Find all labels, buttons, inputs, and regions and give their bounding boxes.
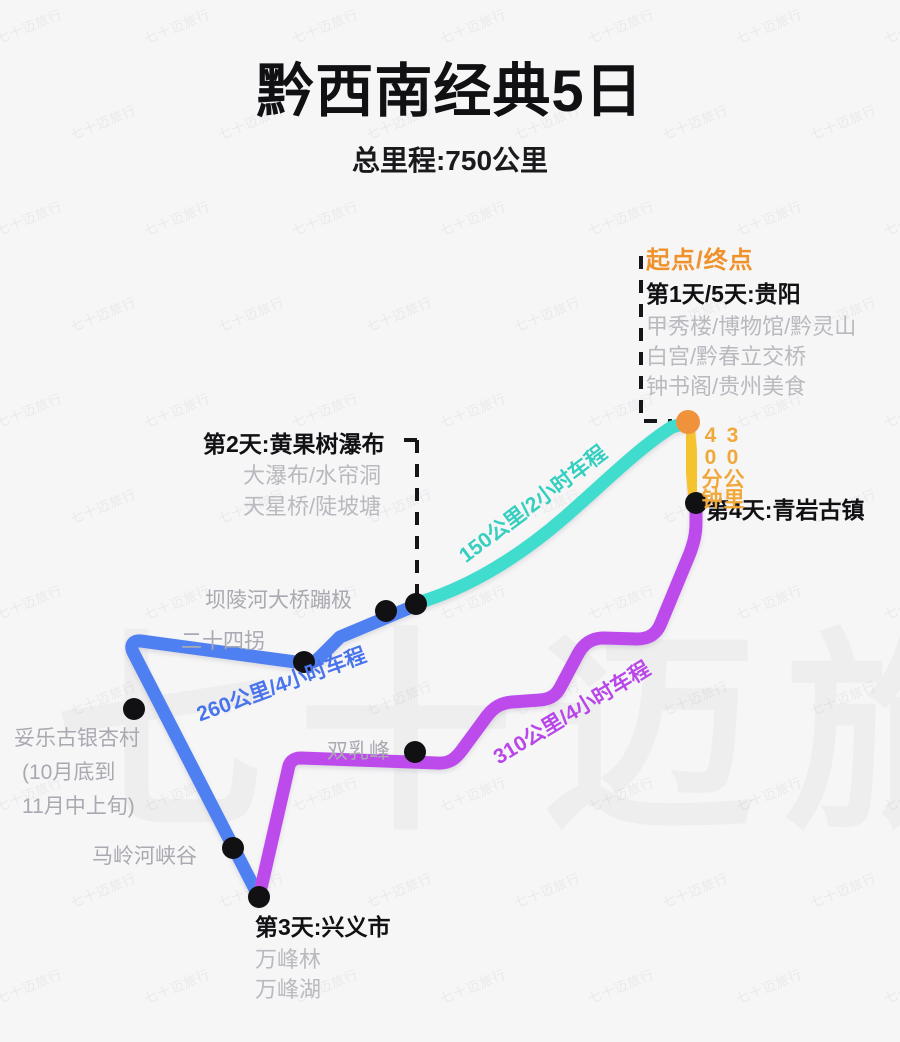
node-huangguoshu[interactable] [405, 593, 427, 615]
waypoint-label-tuole-season-2: 11月中上旬) [22, 795, 135, 818]
stop-detail-guiyang-3: 钟书阁/贵州美食 [646, 374, 807, 399]
stop-detail-guiyang-1: 甲秀楼/博物馆/黔灵山 [646, 314, 857, 339]
stop-title-xingyi: 第3天:兴义市 [255, 914, 391, 940]
route-segment-cyan [407, 416, 693, 611]
stop-title-guiyang: 第1天/5天:贵阳 [646, 281, 801, 307]
waypoint-label-balinghe: 坝陵河大桥蹦极 [205, 589, 352, 612]
stop-detail-guiyang-2: 白宫/黔春立交桥 [646, 344, 807, 369]
node-shuangrufeng[interactable] [404, 741, 426, 763]
node-ershisipai[interactable] [293, 651, 315, 673]
stop-title-qingyan: 第4天:青岩古镇 [706, 497, 865, 523]
stop-detail-xingyi-1: 万峰林 [255, 947, 322, 972]
start-end-badge: 起点/终点 [646, 247, 754, 274]
stop-detail-xingyi-2: 万峰湖 [255, 977, 322, 1002]
stop-title-huangguoshu: 第2天:黄果树瀑布 [203, 431, 385, 457]
segment-label-orange-line1: 30公里 [721, 424, 744, 508]
node-xingyi[interactable] [248, 886, 270, 908]
node-malinghe[interactable] [222, 837, 244, 859]
stop-detail-huangguoshu-1: 大瀑布/水帘洞 [243, 463, 382, 488]
waypoint-label-malinghe: 马岭河峡谷 [92, 845, 197, 868]
segment-label-orange-line2: 40分钟 [699, 424, 722, 508]
connector-dashed-guiyang [639, 256, 672, 423]
waypoint-label-shuangrufeng: 双乳峰 [327, 740, 390, 763]
node-balinghe[interactable] [375, 600, 397, 622]
node-tuole[interactable] [123, 698, 145, 720]
waypoint-label-tuole: 妥乐古银杏村 [14, 727, 140, 750]
route-segment-purple [252, 498, 703, 904]
node-guiyang-start[interactable] [676, 410, 700, 434]
node-qingyan[interactable] [685, 492, 707, 514]
stop-detail-huangguoshu-2: 天星桥/陡坡塘 [243, 494, 382, 519]
route-segment-orange [681, 417, 702, 507]
waypoint-label-ershisipai: 二十四拐 [181, 630, 265, 653]
waypoint-label-tuole-season-1: (10月底到 [22, 761, 116, 784]
